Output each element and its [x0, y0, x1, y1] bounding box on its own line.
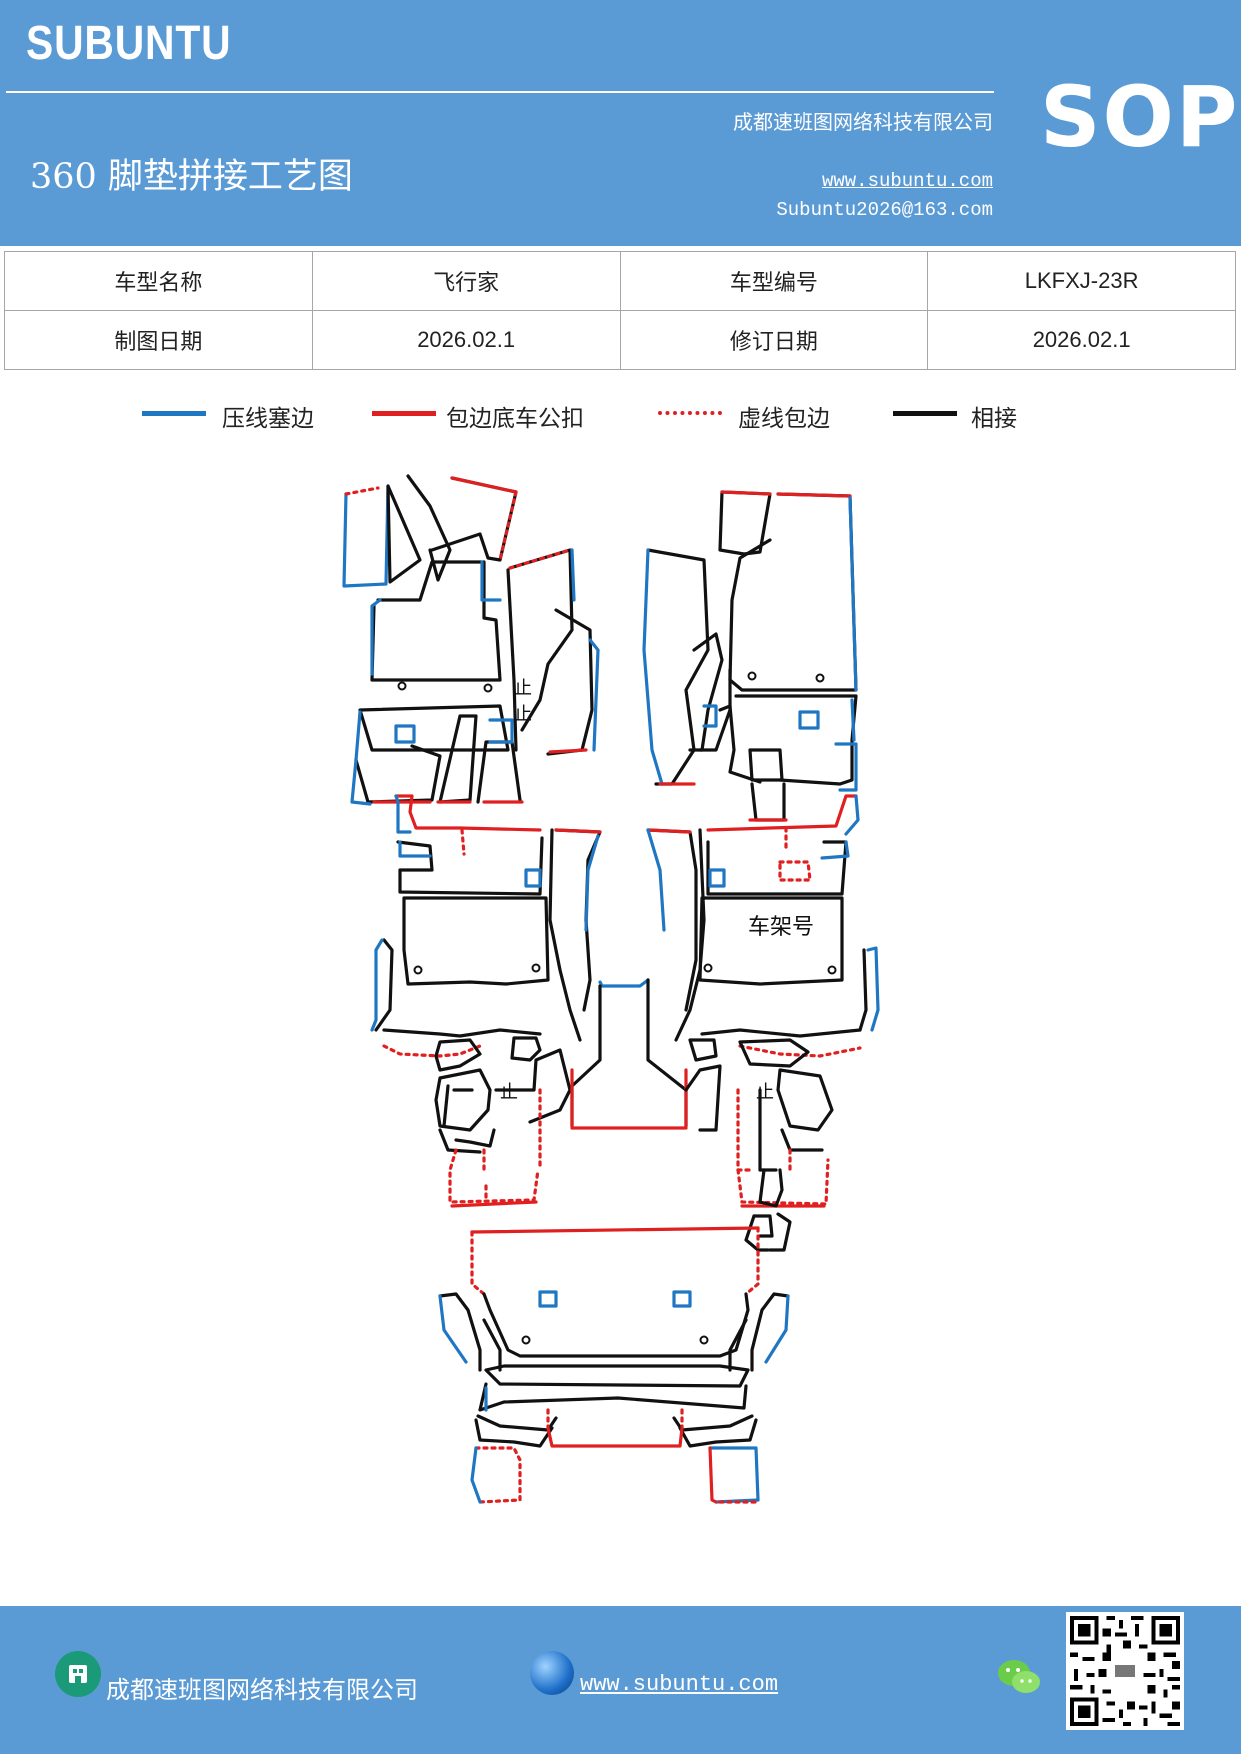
legend-swatch-red	[372, 411, 436, 416]
qr-code[interactable]	[1066, 1612, 1184, 1730]
sop-badge: SOP	[1040, 68, 1240, 166]
email-address[interactable]: Subuntu2026@163.com	[776, 199, 993, 221]
legend: 压线塞边 包边底车公扣 虚线包边 相接	[0, 395, 1241, 435]
legend-label: 压线塞边	[222, 406, 314, 432]
company-icon	[55, 1651, 101, 1697]
revision-date-value: 2026.02.1	[927, 310, 1236, 370]
model-code-label: 车型编号	[619, 251, 929, 311]
frame-number-label: 车架号	[748, 915, 814, 940]
middle-right-mats	[646, 794, 880, 1252]
website-link[interactable]: www.subuntu.com	[821, 170, 993, 192]
legend-label: 虚线包边	[738, 406, 830, 432]
model-code-value: LKFXJ-23R	[927, 251, 1236, 311]
footer-company-name: 成都速班图网络科技有限公司	[106, 1676, 418, 1704]
middle-center-mat	[570, 978, 688, 1130]
stop-mark: 止	[514, 704, 532, 725]
header-banner: SUBUNTU SOP 360 脚垫拼接工艺图 成都速班图网络科技有限公司 ww…	[0, 0, 1241, 246]
front-left-mats	[342, 474, 600, 806]
front-right-mats	[642, 490, 858, 822]
document-title: 360 脚垫拼接工艺图	[30, 157, 353, 197]
legend-swatch-red-dotted	[658, 411, 722, 415]
floor-mat-diagram: 止 止	[342, 474, 880, 1504]
table-row: 车型名称 飞行家 车型编号 LKFXJ-23R	[4, 251, 1236, 311]
footer-banner: 成都速班图网络科技有限公司 www.subuntu.com	[0, 1606, 1241, 1754]
legend-label: 包边底车公扣	[446, 406, 584, 432]
draw-date-value: 2026.02.1	[311, 310, 621, 370]
model-name-value: 飞行家	[311, 251, 621, 311]
footer-website-link[interactable]: www.subuntu.com	[580, 1672, 779, 1697]
legend-label: 相接	[971, 406, 1017, 432]
vehicle-info-table: 车型名称 飞行家 车型编号 LKFXJ-23R 制图日期 2026.02.1 修…	[4, 251, 1236, 370]
header-divider	[6, 91, 994, 93]
table-row: 制图日期 2026.02.1 修订日期 2026.02.1	[4, 310, 1236, 370]
legend-swatch-blue	[142, 411, 206, 416]
stop-mark: 止	[756, 1082, 774, 1103]
wechat-icon	[996, 1656, 1042, 1698]
stop-mark: 止	[514, 678, 532, 699]
middle-left-mats	[370, 794, 602, 1208]
stop-mark: 止	[500, 1082, 518, 1103]
globe-icon	[530, 1651, 574, 1695]
legend-swatch-black	[893, 411, 957, 416]
revision-date-label: 修订日期	[619, 310, 929, 370]
model-name-label: 车型名称	[4, 251, 313, 311]
brand-logo: SUBUNTU	[26, 17, 232, 70]
company-name: 成都速班图网络科技有限公司	[733, 110, 993, 134]
rear-mats	[438, 1226, 790, 1504]
draw-date-label: 制图日期	[4, 310, 313, 370]
